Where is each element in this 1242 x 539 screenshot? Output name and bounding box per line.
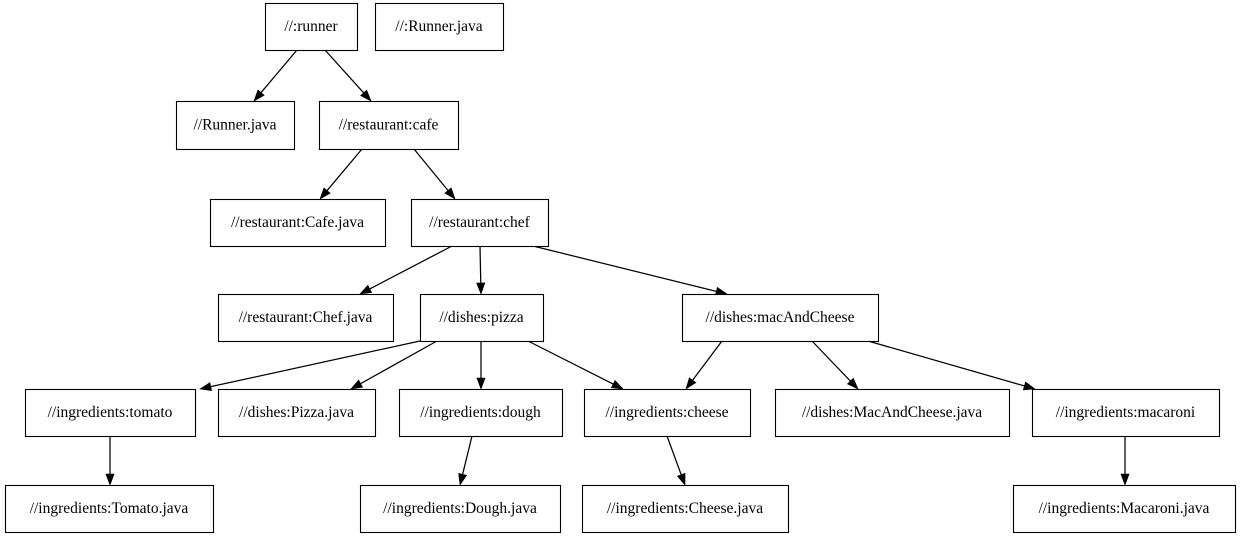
graph-edge [413,148,456,200]
graph-edge [666,435,686,486]
graph-node-restaurant-cafe[interactable]: //restaurant:cafe [318,100,460,151]
graph-edge [199,340,421,392]
graph-node-restaurant-chef[interactable]: //restaurant:chef [410,198,550,248]
graph-edge [532,245,728,296]
graph-node-ingredients-dough[interactable]: //ingredients:dough [398,388,564,438]
graph-node-ingredients-macaroni[interactable]: //ingredients:macaroni [1031,388,1221,438]
graph-node-label: //:Runner.java [395,18,483,35]
graph-node-label: //ingredients:macaroni [1056,404,1196,421]
graph-edge [1120,436,1130,486]
graph-edge [867,340,1036,391]
graph-node-dishes-pizza-java[interactable]: //dishes:Pizza.java [217,388,377,438]
graph-node-label: //ingredients:Macaroni.java [1039,500,1210,517]
graph-node-label: //restaurant:Cafe.java [231,214,364,231]
graph-node-label: //dishes:Pizza.java [239,404,354,421]
graph-edge [319,148,363,200]
graph-node-dishes-mac-cheese-java[interactable]: //dishes:MacAndCheese.java [774,388,1011,438]
graph-node-ingredients-dough-java[interactable]: //ingredients:Dough.java [359,484,562,534]
graph-edge [253,49,298,102]
graph-node-dishes-mac-and-cheese[interactable]: //dishes:macAndCheese [681,293,880,343]
graph-node-restaurant-chef-java[interactable]: //restaurant:Chef.java [217,293,395,343]
node-layer: //:runner //:Runner.java //Runner.java //re… [4,2,1237,534]
graph-node-label: //ingredients:tomato [48,404,173,421]
graph-node-runner-java[interactable]: //Runner.java [175,100,296,151]
graph-edge [105,436,115,486]
graph-node-label: //Runner.java [193,117,276,134]
graph-node-runner-target[interactable]: //:runner [264,2,359,52]
graph-node-label: //dishes:macAndCheese [706,309,855,326]
graph-node-ingredients-cheese-java[interactable]: //ingredients:Cheese.java [581,484,790,534]
graph-edge [476,341,486,390]
graph-edge [476,245,486,295]
graph-node-label: //ingredients:cheese [605,404,728,421]
graph-edge [811,340,859,390]
graph-node-label: //restaurant:cafe [339,117,439,134]
graph-edge [458,435,473,486]
graph-node-label: //:runner [284,18,338,35]
graph-edge [324,49,372,102]
graph-edge [527,340,624,390]
graph-edge [685,340,723,390]
graph-node-label: //ingredients:Dough.java [383,500,537,517]
graph-node-label: //restaurant:Chef.java [239,309,373,326]
graph-edge [359,245,453,295]
graph-node-label: //dishes:MacAndCheese.java [802,404,982,421]
graph-node-label: //ingredients:dough [420,404,541,421]
graph-node-restaurant-cafe-java[interactable]: //restaurant:Cafe.java [209,198,387,248]
graph-node-ingredients-tomato[interactable]: //ingredients:tomato [24,388,197,438]
graph-node-label: //ingredients:Tomato.java [30,500,189,517]
graph-node-ingredients-tomato-java[interactable]: //ingredients:Tomato.java [4,484,215,534]
edge-layer [105,49,1130,486]
graph-node-label: //dishes:pizza [439,309,523,326]
graph-node-dishes-pizza[interactable]: //dishes:pizza [419,293,545,343]
graph-node-root-runner-java[interactable]: //:Runner.java [374,2,505,52]
graph-edge [350,340,438,390]
graph-node-label: //ingredients:Cheese.java [607,500,763,517]
graph-node-ingredients-macaroni-java[interactable]: //ingredients:Macaroni.java [1012,484,1237,534]
graph-node-label: //restaurant:chef [429,214,531,231]
graph-node-ingredients-cheese[interactable]: //ingredients:cheese [583,388,752,438]
